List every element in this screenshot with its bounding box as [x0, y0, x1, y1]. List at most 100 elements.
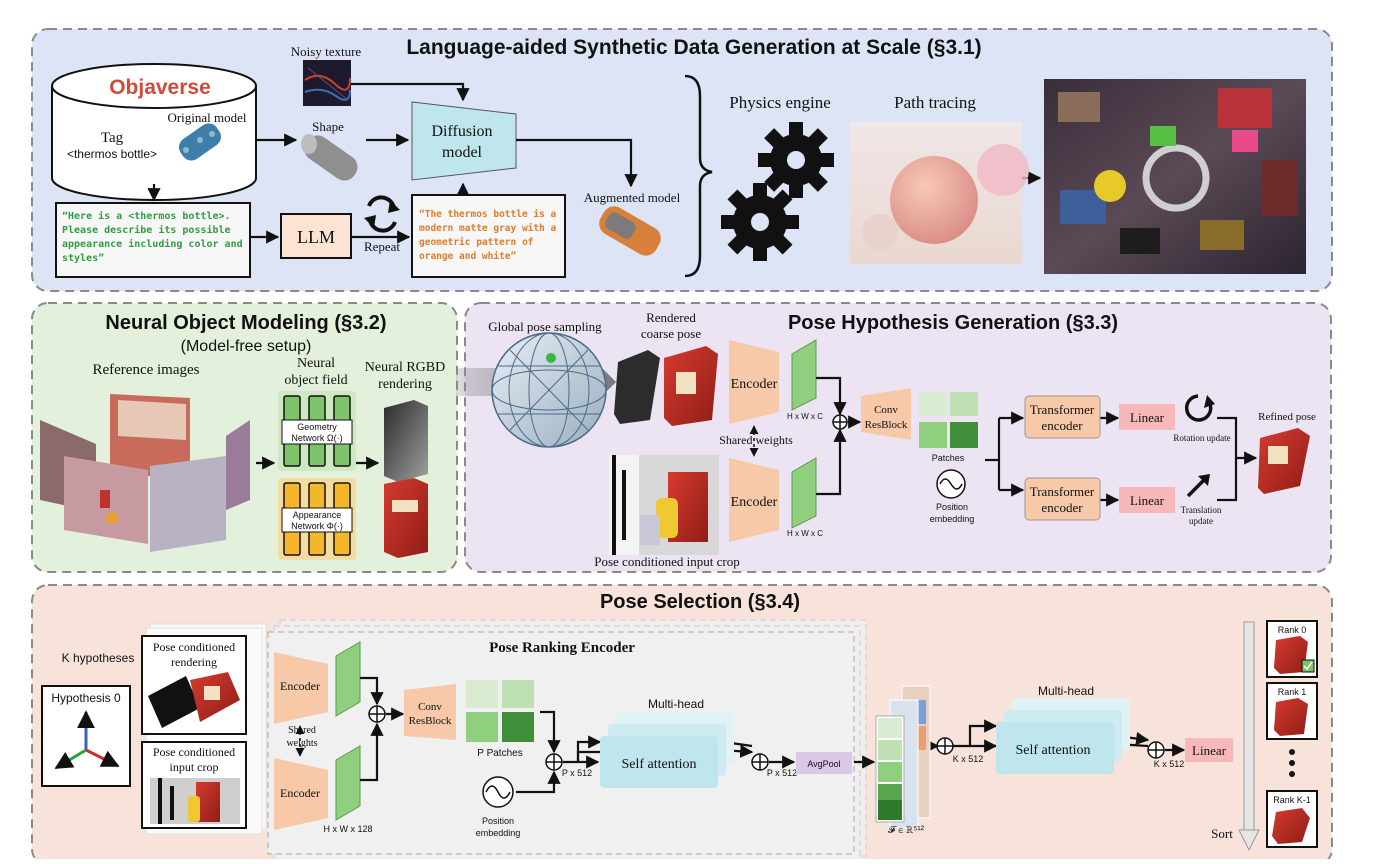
multihead-label-2: Multi-head	[1038, 684, 1094, 698]
p512-left: P x 512	[562, 768, 592, 778]
rendering-line1: Pose conditioned	[153, 640, 235, 654]
add-node-rank	[368, 705, 386, 723]
conv-rank-line2: ResBlock	[409, 715, 452, 727]
tag-label: Tag	[101, 130, 124, 146]
prompt-line-2: Please describe its possible	[62, 224, 231, 236]
linear-top	[1119, 404, 1175, 430]
neural-field-line1: Neural	[297, 356, 335, 371]
response-line-4: orange and white”	[419, 251, 517, 262]
synthetic-scene-image	[1044, 79, 1306, 274]
p-patches-label: P Patches	[477, 748, 522, 759]
hw128-label: H x W x 128	[323, 824, 372, 834]
rank0-image	[1274, 636, 1315, 674]
k-hypotheses-label: K hypotheses	[62, 651, 135, 665]
diffusion-line2: model	[442, 144, 483, 161]
prompt-line-3: appearance including color and	[62, 238, 243, 250]
rotation-update-icon	[1184, 394, 1215, 422]
prompt-line-1: “Here is a <thermos bottle>.	[62, 210, 231, 222]
add-node-top	[832, 414, 848, 430]
shape-image	[301, 134, 358, 181]
geometry-network-block	[278, 391, 356, 471]
rank1-image	[1274, 698, 1308, 736]
translation-update-icon	[1186, 474, 1210, 498]
position-line1: Position	[936, 502, 968, 512]
encoder-bottom	[729, 458, 779, 542]
linear-rank	[1185, 738, 1233, 762]
diffusion-model-block	[411, 101, 517, 181]
physics-engine-label: Physics engine	[729, 93, 831, 112]
conv-resblock-top	[861, 388, 911, 440]
rgbd-line1: Neural RGBD	[365, 360, 446, 375]
p512-right: P x 512	[767, 768, 797, 778]
transformer-top-line2: encoder	[1041, 418, 1083, 433]
input-crop-label: Pose conditioned input crop	[594, 554, 740, 569]
global-pose-label: Global pose sampling	[488, 319, 602, 334]
shape-label: Shape	[312, 119, 344, 134]
encoder-top	[729, 340, 779, 424]
transformer-encoder-top	[1024, 395, 1101, 439]
section2-title: Neural Object Modeling (§3.2)	[105, 312, 386, 334]
gear-icon	[721, 183, 799, 261]
brace	[684, 74, 713, 278]
llm-block	[280, 213, 352, 259]
hypothesis0-label: Hypothesis 0	[51, 691, 121, 705]
linear-rank-label: Linear	[1192, 743, 1227, 758]
augmented-model-image	[599, 206, 661, 256]
add-node-rank2	[545, 753, 563, 771]
gear-icon	[758, 122, 834, 198]
encoder-top-label: Encoder	[731, 377, 778, 392]
appearance-line2: Network Φ(·)	[291, 521, 343, 531]
self-attention-stack-1	[600, 712, 734, 788]
objaverse-logo: Objaverse	[109, 76, 211, 99]
section3-title: Pose Hypothesis Generation (§3.3)	[788, 312, 1118, 334]
linear-bottom	[1119, 487, 1175, 513]
diffusion-line1: Diffusion	[431, 123, 492, 140]
crop-line1: Pose conditioned	[153, 745, 235, 759]
k512-left: K x 512	[953, 754, 984, 764]
ranking-encoder-stack	[267, 619, 867, 863]
translation-line1: Translation	[1181, 505, 1222, 515]
panel1-arrows	[147, 82, 1042, 244]
conv-top-line1: Conv	[874, 404, 898, 416]
hwc-bottom: H x W x C	[787, 529, 823, 538]
repeat-icon	[364, 195, 400, 233]
section1-title: Language-aided Synthetic Data Generation…	[406, 36, 981, 59]
position-rank-line2: embedding	[476, 828, 521, 838]
crop-line2: input crop	[170, 760, 219, 774]
sort-label: Sort	[1211, 826, 1233, 841]
encoder-rank-top	[274, 652, 328, 724]
llm-label: LLM	[297, 227, 335, 247]
position-rank-line1: Position	[482, 816, 514, 826]
appearance-line1: Appearance	[293, 510, 342, 520]
self-attention-label-1: Self attention	[621, 757, 696, 772]
transformer-bottom-line2: encoder	[1041, 500, 1083, 515]
panel3-arrows	[816, 376, 1258, 507]
llm-prompt-box	[55, 202, 251, 278]
rankk-image	[1272, 808, 1310, 844]
shared-line1: Shared	[288, 725, 316, 736]
neural-field-line2: object field	[284, 373, 347, 388]
llm-response-box	[411, 194, 566, 278]
pose-crop-image	[150, 778, 240, 824]
appearance-network-block	[278, 478, 356, 560]
ellipsis-dots	[1289, 749, 1295, 777]
self-attention-stack-2	[996, 698, 1130, 774]
transformer-encoder-bottom	[1024, 477, 1101, 521]
axes-icon	[54, 710, 120, 770]
refined-pose-image	[1258, 428, 1310, 494]
conv-top-line2: ResBlock	[865, 419, 908, 431]
encoder-rank-bottom-label: Encoder	[280, 786, 320, 800]
hwc-top: H x W x C	[787, 412, 823, 421]
original-model-label: Original model	[167, 110, 246, 125]
response-line-3: geometric pattern of	[419, 237, 534, 248]
ranking-encoder-title: Pose Ranking Encoder	[489, 640, 635, 656]
transformer-top-line1: Transformer	[1030, 402, 1095, 417]
self-attention-label-2: Self attention	[1015, 743, 1090, 758]
add-node-rank4	[936, 737, 954, 755]
shared-weights-label: Shared weights	[719, 433, 793, 447]
pose-rendering-image	[148, 672, 240, 728]
reference-images-label: Reference images	[92, 362, 199, 378]
conv-resblock-rank	[404, 684, 456, 740]
rgbd-depth-image	[384, 400, 428, 482]
augmented-model-label: Augmented model	[584, 190, 681, 205]
